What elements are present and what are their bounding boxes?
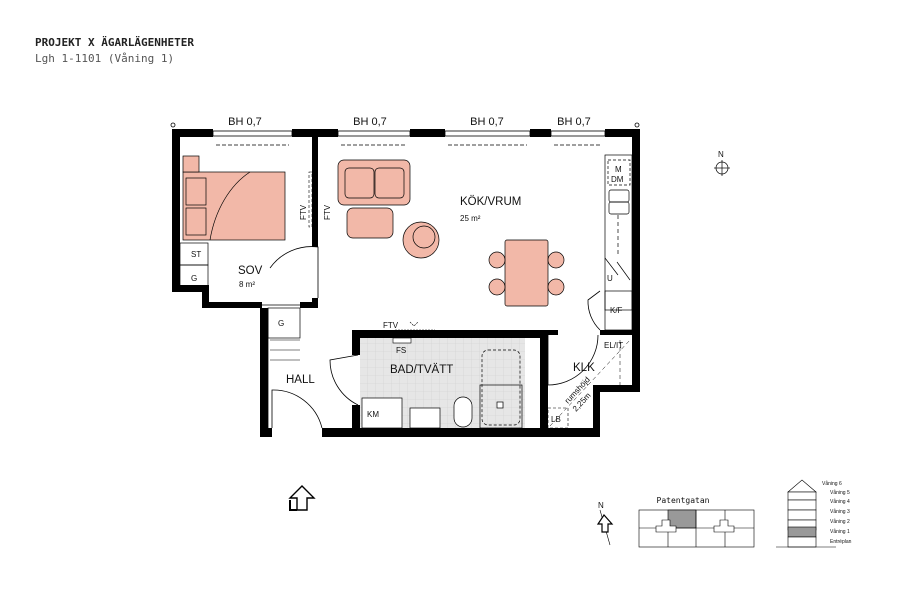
window-label: BH 0,7 [228,116,262,128]
storage-label: ST [191,250,201,259]
fridge-freezer-label: K/F [610,306,623,315]
ottoman [346,207,394,239]
electrical-label: EL/IT [604,341,623,350]
building-section [776,479,836,548]
hall-closet [270,339,300,361]
sofa [337,159,411,206]
wardrobe-label: G [278,319,284,328]
room-area-kok: 25 m² [460,214,481,223]
windows [212,130,606,146]
walls [172,129,640,437]
floor-label: Våning 2 [830,518,850,525]
wardrobe-label: G [191,274,197,283]
floor-label: Våning 3 [830,508,850,515]
ftv-label: FTV [383,321,399,330]
bed [182,155,286,241]
keyplan-north-label: N [598,501,604,510]
entrance-arrow-icon [288,485,316,511]
corner-marker [634,122,640,128]
north-label: N [718,150,724,159]
kitchen-counter [604,154,633,331]
window-label: BH 0,7 [557,116,591,128]
laundry-label: LB [551,415,561,424]
room-name-bad: BAD/TVÄTT [390,364,453,376]
bathroom-fixtures [361,349,523,429]
dining-table [488,239,565,307]
street-name: Patentgatan [657,496,710,505]
window-label: BH 0,7 [353,116,387,128]
floor-label: Entréplan [830,539,852,545]
key-plan [638,509,755,548]
room-name-sov: SOV [238,265,263,277]
room-area-sov: 8 m² [239,280,255,289]
project-title: PROJEKT X ÄGARLÄGENHETER [35,36,194,49]
dishwasher-label: DM [611,175,624,184]
window-label: BH 0,7 [470,116,504,128]
doors [262,246,601,429]
compass-icon [714,160,730,176]
armchair [402,221,440,259]
room-name-klk: KLK [573,362,595,374]
ftv-label: FTV [323,204,332,220]
washing-machine-label: KM [367,410,379,419]
floor-label-highlighted: Våning 1 [830,528,850,535]
oven-label: U [607,274,613,283]
room-name-hall: HALL [286,374,315,386]
floor-label: Våning 5 [830,489,850,496]
microwave-label: M [615,165,622,174]
keyplan-arrow-icon [596,514,614,533]
ftv-label: FTV [299,204,308,220]
wardrobes [179,242,301,339]
room-name-kok: KÖK/VRUM [460,196,521,208]
floor-label: Våning 4 [830,498,850,505]
floor-drain-label: FS [396,346,406,355]
floor-label: Våning 6 [822,480,842,487]
corner-marker [170,122,176,128]
unit-subtitle: Lgh 1-1101 (Våning 1) [35,52,175,65]
